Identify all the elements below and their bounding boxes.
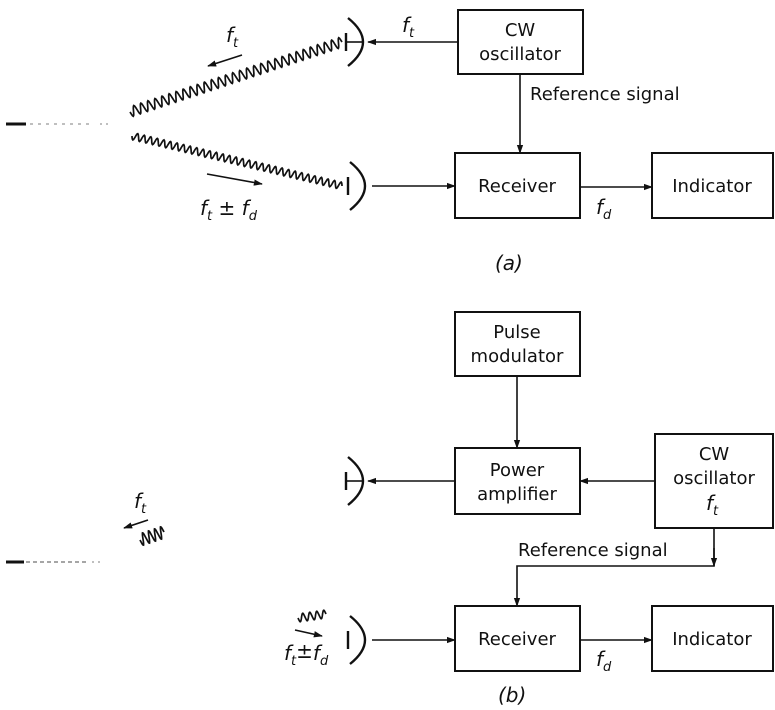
power-amplifier-block: Power amplifier [454,447,581,515]
echo-freq-label-b: ft±fd [284,639,329,669]
cw-oscillator-block-a: CW oscillator [457,9,584,75]
receiver-block-b: Receiver [454,605,581,672]
outgoing-direction-arrow-b [123,519,149,529]
power-amplifier-label-line2: amplifier [477,484,557,505]
cw-oscillator-label-line2: oscillator [479,44,561,65]
outgoing-wave-a [129,36,343,118]
tx-freq-label-a: ft [402,13,415,41]
reference-signal-label-b: Reference signal [518,540,668,561]
echo-pulse-b [297,609,327,623]
cw-oscillator-label-line1: CW [505,20,536,41]
power-amplifier-label-line1: Power [490,460,545,481]
outgoing-pulse-b [139,525,165,547]
cw-oscillator-block-b: CW oscillator ft [654,433,774,529]
echo-direction-arrow-b [294,629,323,638]
caption-a: (a) [495,251,523,275]
reference-signal-line-b [513,528,715,607]
receiver-label-a: Receiver [478,176,556,197]
pulse-modulator-label-line2: modulator [471,346,564,367]
receiver-block-a: Receiver [454,152,581,219]
rx-antenna-dish-a [349,161,367,211]
part-a: CW oscillator ft Reference signal Receiv… [6,9,774,275]
outgoing-freq-label-b: ft [134,489,147,517]
outgoing-freq-label-a: ft [226,23,239,51]
indicator-block-b: Indicator [651,605,774,672]
echo-freq-label-a: ft ± fd [200,196,258,224]
pulse-modulator-label-line1: Pulse [493,322,540,343]
caption-b: (b) [498,683,526,707]
doppler-freq-label-a: fd [596,195,612,223]
indicator-label-b: Indicator [672,629,752,650]
outgoing-direction-arrow-a [207,54,243,67]
pulse-modulator-block: Pulse modulator [454,311,581,377]
rx-antenna-dish-b [349,615,367,665]
indicator-block-a: Indicator [651,152,774,219]
echo-direction-arrow-a [206,173,263,186]
echo-wave-a [131,132,343,190]
cw-oscillator-b-label-line2: oscillator [673,468,755,489]
cw-oscillator-b-label-line1: CW [699,444,730,465]
reference-signal-label-a: Reference signal [530,84,680,105]
receiver-label-b: Receiver [478,629,556,650]
part-b: Pulse modulator Power amplifier CW oscil… [6,311,774,707]
tx-antenna-dish-a [347,17,365,67]
tx-antenna-dish-b [347,456,365,506]
doppler-freq-label-b: fd [596,647,612,675]
cw-oscillator-b-freq: ft [706,491,719,519]
indicator-label-a: Indicator [672,176,752,197]
